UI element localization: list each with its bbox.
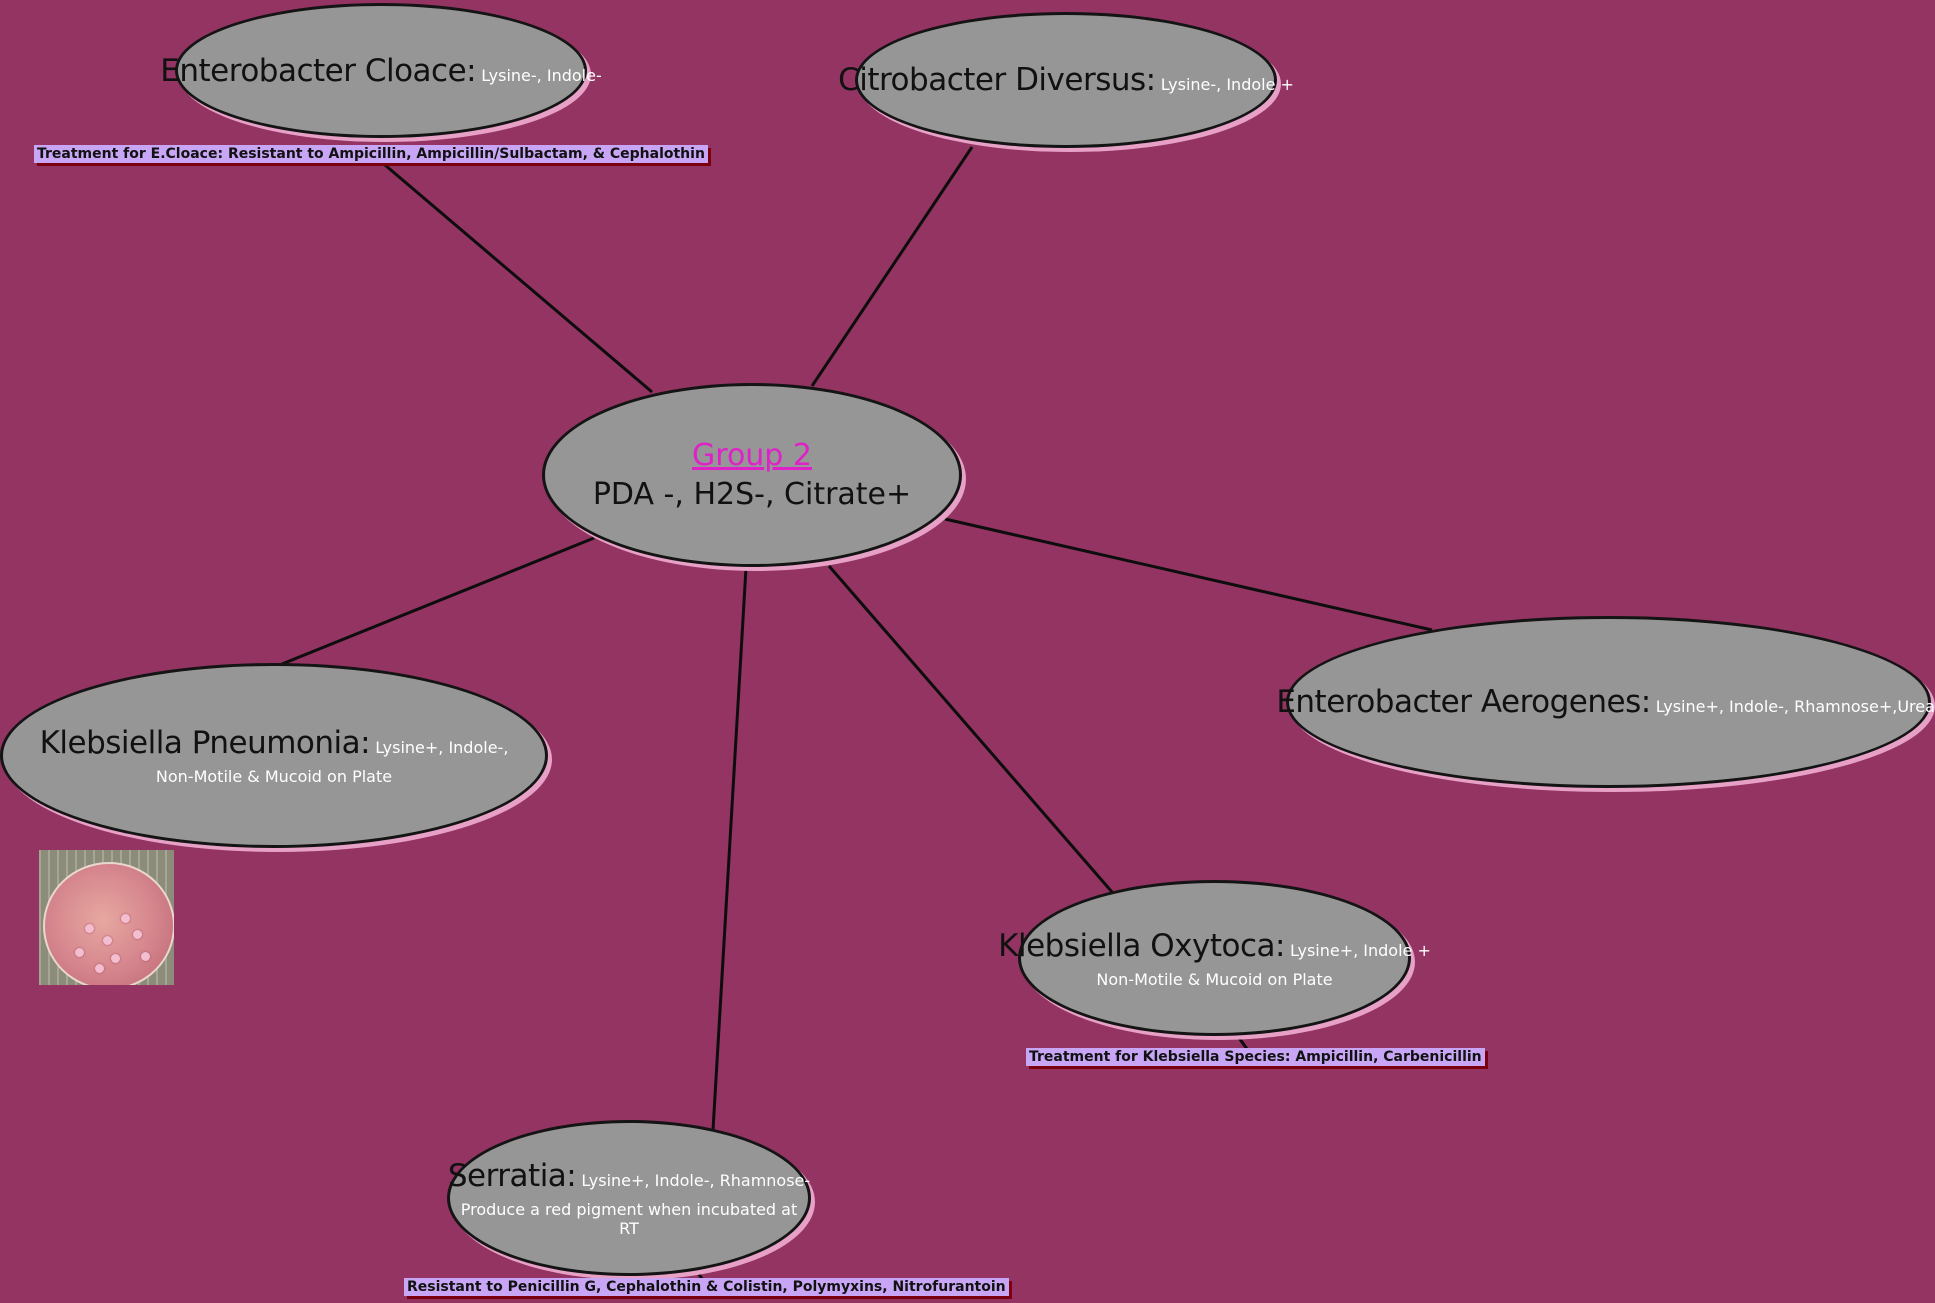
node-klebsiella-oxytoca[interactable]: Klebsiella Oxytoca: Lysine+, Indole + No…: [998, 880, 1431, 1036]
node-title: Serratia:: [447, 1158, 577, 1194]
link-center-pneumonia: [281, 536, 595, 666]
node-desc: Lysine+, Indole-, Rhamnose+,Urea-: [1655, 697, 1935, 716]
node-klebsiella-pneumonia[interactable]: Klebsiella Pneumonia: Lysine+, Indole-, …: [0, 663, 548, 848]
node-citrobacter-diversus[interactable]: Citrobacter Diversus: Lysine-, Indole +: [838, 12, 1294, 148]
node-title: Enterobacter Cloace:: [160, 52, 477, 89]
node-desc: Lysine+, Indole-,: [375, 738, 509, 757]
node-desc: Lysine+, Indole-, Rhamnose-: [581, 1171, 811, 1190]
node-enterobacter-cloace[interactable]: Enterobacter Cloace: Lysine-, Indole-: [160, 3, 602, 138]
node-subtext: Non-Motile & Mucoid on Plate: [155, 767, 393, 786]
node-desc: Lysine-, Indole-: [481, 65, 602, 85]
center-subtitle: PDA -, H2S-, Citrate+: [592, 477, 912, 512]
link-center-serratia: [711, 567, 748, 1131]
link-center-cloace: [384, 163, 653, 394]
center-topic-group2[interactable]: Group 2 PDA -, H2S-, Citrate+: [542, 383, 962, 567]
node-enterobacter-aerogenes[interactable]: Enterobacter Aerogenes: Lysine+, Indole-…: [1276, 616, 1935, 788]
center-title: Group 2: [692, 438, 812, 473]
node-desc: Lysine+, Indole +: [1290, 940, 1431, 960]
node-serratia[interactable]: Serratia: Lysine+, Indole-, Rhamnose- Pr…: [447, 1120, 811, 1276]
node-title: Klebsiella Oxytoca:: [998, 927, 1285, 964]
note-klebsiella-treatment[interactable]: Treatment for Klebsiella Species: Ampici…: [1026, 1048, 1485, 1066]
culture-plate-image[interactable]: [39, 850, 174, 985]
node-title: Enterobacter Aerogenes:: [1276, 684, 1651, 720]
link-oxytoca-note: [1235, 1034, 1249, 1050]
node-subtext: Produce a red pigment when incubated at …: [460, 1200, 798, 1238]
link-center-oxytoca: [827, 565, 1114, 893]
node-desc: Lysine-, Indole +: [1160, 75, 1294, 94]
link-center-aerogenes: [944, 517, 1433, 632]
node-title: Citrobacter Diversus:: [838, 62, 1156, 98]
node-title: Klebsiella Pneumonia:: [39, 725, 371, 761]
node-subtext: Non-Motile & Mucoid on Plate: [1096, 969, 1333, 989]
link-center-citrobacter: [810, 146, 974, 387]
note-serratia-resistance[interactable]: Resistant to Penicillin G, Cephalothin &…: [404, 1278, 1009, 1296]
note-cloace-treatment[interactable]: Treatment for E.Cloace: Resistant to Amp…: [34, 145, 708, 163]
